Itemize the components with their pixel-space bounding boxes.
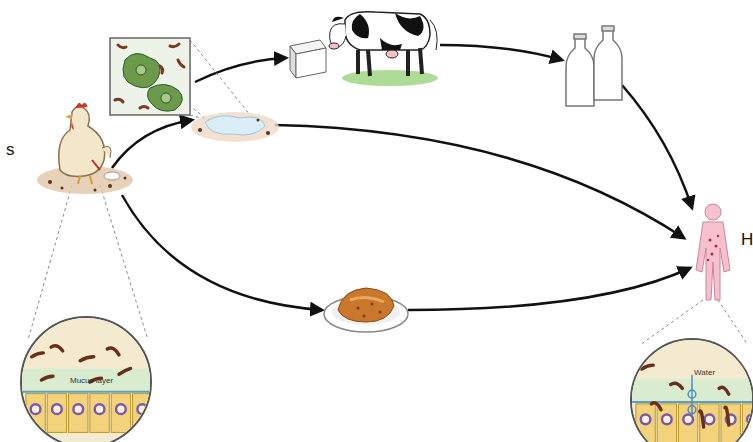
amoeba-inset xyxy=(110,38,190,115)
roast-plate xyxy=(324,288,408,332)
inset-label: Water xyxy=(694,368,715,377)
tissue-inset: Mucus layer xyxy=(20,316,152,442)
milk-bottles xyxy=(566,26,622,106)
inset-leaders xyxy=(28,40,748,345)
chicken xyxy=(37,103,133,194)
human-figure xyxy=(696,204,730,300)
cow xyxy=(329,12,438,86)
tissue-inset: Water xyxy=(630,338,753,442)
group-label: H xyxy=(741,230,753,250)
group-label: s xyxy=(6,140,15,160)
milk-carton xyxy=(290,40,326,78)
inset-illustration xyxy=(632,340,752,442)
inset-label: Mucus layer xyxy=(70,376,113,385)
water-puddle xyxy=(191,112,279,142)
